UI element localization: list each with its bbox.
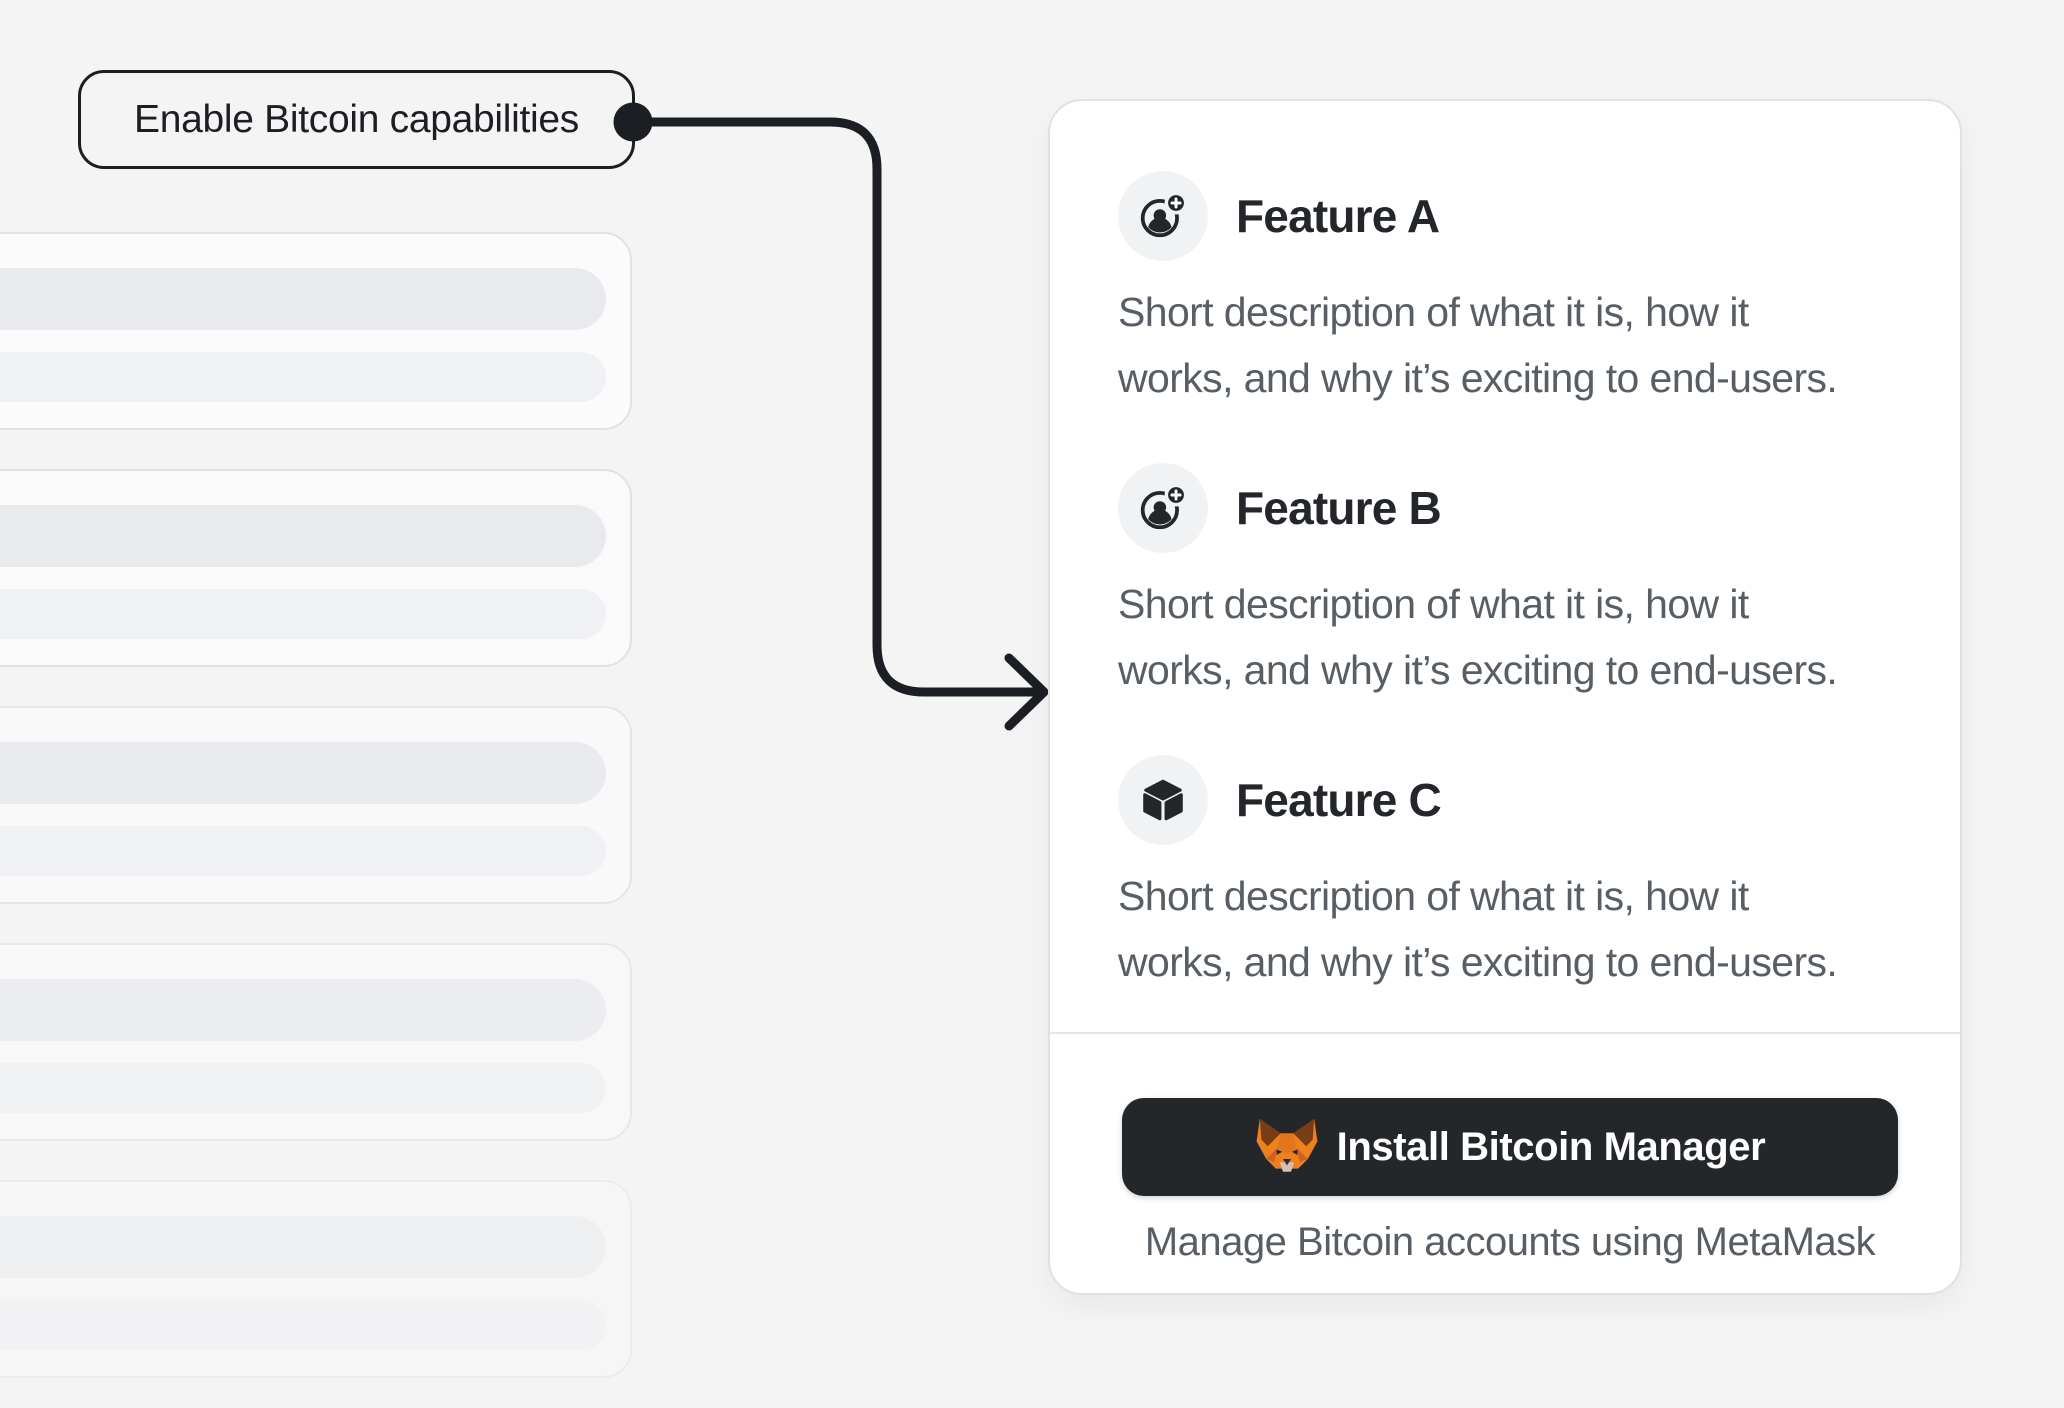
skeleton-bar — [0, 979, 606, 1041]
cube-icon — [1143, 779, 1183, 821]
card-divider — [1050, 1032, 1960, 1034]
skeleton-card — [0, 469, 632, 667]
feature-title: Feature B — [1236, 482, 1442, 534]
skeleton-card — [0, 706, 632, 904]
skeleton-bar — [0, 505, 606, 567]
user-add-icon — [1140, 483, 1188, 530]
feature-description: Short description of what it is, how it … — [1118, 863, 1902, 995]
feature-description-line: works, and why it’s exciting to end-user… — [1118, 939, 1838, 985]
feature-title: Feature A — [1236, 190, 1440, 242]
callout-label: Enable Bitcoin capabilities — [78, 70, 635, 169]
arrowhead-icon — [1004, 653, 1049, 731]
callout-label-text: Enable Bitcoin capabilities — [133, 97, 579, 141]
skeleton-bar — [0, 352, 606, 402]
elbow-arrow — [613, 102, 1049, 731]
skeleton-bar — [0, 1300, 606, 1350]
skeleton-bar — [0, 1216, 606, 1278]
skeleton-card — [0, 943, 632, 1141]
skeleton-card — [0, 1180, 632, 1378]
user-add-icon — [1140, 191, 1188, 238]
skeleton-bar — [0, 268, 606, 330]
feature-block-c: Feature C Short description of what it i… — [1118, 755, 1902, 995]
feature-block-b: Feature B Short description of what it i… — [1118, 463, 1902, 703]
feature-title: Feature C — [1236, 774, 1442, 826]
install-bitcoin-manager-button[interactable]: Install Bitcoin Manager — [1122, 1098, 1898, 1196]
feature-c-icon-bubble — [1118, 755, 1208, 845]
skeleton-bar — [0, 1063, 606, 1113]
feature-block-a: Feature A Short description of what it i… — [1118, 171, 1902, 411]
feature-description-line: works, and why it’s exciting to end-user… — [1118, 355, 1838, 401]
feature-description: Short description of what it is, how it … — [1118, 279, 1902, 411]
skeleton-bar — [0, 826, 606, 876]
skeleton-bar — [0, 742, 606, 804]
metamask-fox-icon — [1256, 1119, 1318, 1172]
feature-description: Short description of what it is, how it … — [1118, 571, 1902, 703]
install-button-label: Install Bitcoin Manager — [1336, 1124, 1766, 1169]
feature-description-line: works, and why it’s exciting to end-user… — [1118, 647, 1838, 693]
skeleton-card — [0, 232, 632, 430]
feature-description-line: Short description of what it is, how it — [1118, 289, 1749, 335]
feature-card: Feature A Short description of what it i… — [1048, 99, 1962, 1295]
feature-a-icon-bubble — [1118, 171, 1208, 261]
skeleton-bar — [0, 589, 606, 639]
feature-description-line: Short description of what it is, how it — [1118, 873, 1749, 919]
feature-b-icon-bubble — [1118, 463, 1208, 553]
install-caption: Manage Bitcoin accounts using MetaMask — [1144, 1220, 1876, 1264]
feature-description-line: Short description of what it is, how it — [1118, 581, 1749, 627]
